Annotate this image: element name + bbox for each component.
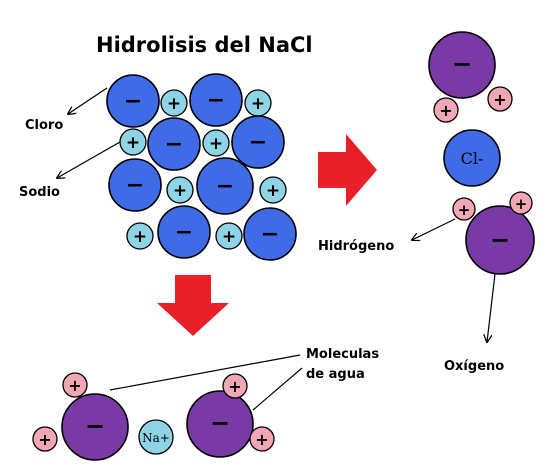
label-moleculas: Moleculas	[306, 347, 379, 362]
svg-text:+: +	[515, 195, 528, 213]
svg-text:−: −	[126, 173, 144, 198]
svg-text:−: −	[207, 88, 225, 113]
svg-text:+: +	[222, 227, 236, 247]
chlorine-atom: −	[147, 117, 201, 171]
hydrogen-atom: +	[62, 372, 88, 398]
hydrogen-atom: +	[487, 86, 513, 112]
svg-text:Na+: Na+	[142, 431, 170, 445]
svg-text:−: −	[124, 89, 142, 114]
oxygen-atom: −	[428, 31, 496, 99]
label-hidrogeno: Hidrógeno	[318, 239, 394, 254]
svg-text:+: +	[167, 94, 181, 114]
svg-text:+: +	[126, 133, 140, 153]
sodio-pointer-arrow	[57, 141, 121, 178]
sodium-ion: Na+	[138, 419, 174, 455]
chlorine-atom: −	[157, 205, 211, 259]
svg-text:+: +	[251, 94, 265, 114]
svg-text:−: −	[490, 226, 510, 254]
label-cloro: Cloro	[25, 118, 63, 133]
oxygen-atom: −	[61, 393, 129, 461]
hydrogen-atom: +	[433, 97, 459, 123]
hydrogen-atom: +	[452, 197, 476, 221]
sodium-atom: +	[126, 222, 154, 250]
svg-text:+: +	[38, 430, 51, 449]
hidrogeno-pointer-arrow	[412, 218, 456, 240]
sodium-atom: +	[166, 176, 194, 204]
moleculas-pointer-line	[252, 367, 303, 411]
label-oxigeno: Oxígeno	[444, 359, 504, 374]
svg-text:−: −	[249, 130, 267, 155]
moleculas-pointer-line	[109, 354, 301, 391]
sodium-atom: +	[202, 129, 230, 157]
water-molecule: − + +	[428, 31, 513, 123]
chlorine-atom: −	[196, 157, 254, 215]
chlorine-atom: −	[231, 115, 285, 169]
svg-text:+: +	[493, 90, 506, 109]
red-arrow-down	[157, 275, 229, 336]
hydrogen-atom: +	[222, 373, 248, 399]
hydrogen-atom: +	[249, 426, 275, 452]
oxygen-atom: −	[465, 205, 535, 275]
svg-text:+: +	[173, 181, 187, 201]
oxigeno-pointer-arrow	[487, 273, 496, 342]
svg-text:+: +	[255, 430, 268, 449]
svg-text:−: −	[175, 220, 193, 245]
svg-text:Cl-: Cl-	[461, 149, 484, 168]
svg-text:+: +	[209, 134, 223, 154]
chlorine-atom: −	[243, 207, 297, 261]
svg-text:+: +	[68, 376, 81, 395]
svg-text:−: −	[216, 174, 234, 199]
hydrogen-atom: +	[32, 426, 58, 452]
diagram-title: Hidrolisis del NaCl	[96, 33, 313, 57]
label-de-agua: de agua	[306, 367, 365, 382]
svg-text:+: +	[133, 227, 147, 247]
chlorine-atom: −	[106, 74, 160, 128]
sodium-atom: +	[244, 89, 272, 117]
label-sodio: Sodio	[19, 185, 60, 200]
svg-text:−: −	[165, 132, 183, 157]
nacl-crystal-lattice: − + − + + − + −	[106, 73, 297, 261]
svg-text:+: +	[458, 201, 471, 219]
sodium-atom: +	[160, 89, 188, 117]
red-arrow-right	[318, 134, 377, 206]
water-molecule: − + +	[452, 191, 535, 275]
water-molecule: − + +	[32, 372, 129, 461]
svg-text:−: −	[210, 409, 230, 437]
sodium-atom: +	[259, 176, 287, 204]
chlorine-atom: −	[108, 158, 162, 212]
svg-text:+: +	[266, 181, 280, 201]
cloro-pointer-arrow	[68, 87, 108, 114]
svg-text:−: −	[261, 222, 279, 247]
chloride-ion: Cl-	[443, 129, 501, 187]
svg-text:+: +	[439, 101, 452, 120]
svg-text:−: −	[452, 50, 472, 78]
sodium-atom: +	[215, 222, 243, 250]
water-molecule: − + +	[186, 373, 275, 458]
svg-text:−: −	[85, 412, 105, 440]
oxygen-atom: −	[186, 390, 254, 458]
chlorine-atom: −	[189, 73, 243, 127]
svg-text:+: +	[228, 377, 241, 396]
sodium-atom: +	[119, 128, 147, 156]
hydrogen-atom: +	[509, 191, 533, 215]
